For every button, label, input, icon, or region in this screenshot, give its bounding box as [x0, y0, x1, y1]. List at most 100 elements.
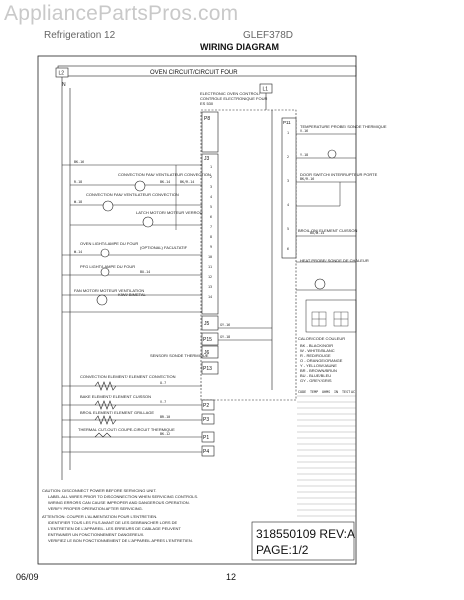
svg-text:LATCH MOTOR/ MOTEUR VERROU: LATCH MOTOR/ MOTEUR VERROU — [136, 210, 203, 215]
svg-text:OVEN LIGHT/LAMPE DU FOUR: OVEN LIGHT/LAMPE DU FOUR — [80, 241, 138, 246]
convection-element-symbol — [94, 381, 117, 391]
plug-j3-label: J3 — [204, 156, 210, 162]
plug-p11: P11 — [281, 117, 297, 259]
diagram-title: WIRING DIAGRAM — [200, 42, 279, 52]
svg-text:W - WHITE/BLANC: W - WHITE/BLANC — [300, 348, 335, 353]
plug-p13-label: P13 — [203, 366, 212, 372]
header-doc-label: Refrigeration 12 — [44, 30, 116, 41]
control-label-1: ELECTRONIC OVEN CONTROL/ — [200, 91, 261, 96]
svg-text:FAN MOTOR/ MOTEUR VENTILATION: FAN MOTOR/ MOTEUR VENTILATION — [74, 288, 144, 293]
svg-text:5: 5 — [287, 227, 289, 231]
part-number: 318550109 REV:A — [256, 527, 355, 541]
svg-text:L'ENTRETIEN DE L'APPAREIL. LES: L'ENTRETIEN DE L'APPAREIL. LES ERREURS D… — [48, 526, 181, 531]
svg-text:O-7: O-7 — [160, 381, 166, 385]
svg-text:TEST: TEST — [342, 390, 350, 394]
svg-text:BAKE ELEMENT/ ELEMENT CUISSON: BAKE ELEMENT/ ELEMENT CUISSON — [80, 394, 151, 399]
plug-j6: J6 — [201, 345, 219, 359]
svg-text:7: 7 — [210, 225, 212, 229]
pfg-light-symbol — [100, 267, 110, 277]
connector-ref-grid — [311, 311, 349, 327]
terminal-l2-label: L2 — [59, 71, 65, 77]
svg-text:HEAT PROBE/ SONDE DE CHALEUR: HEAT PROBE/ SONDE DE CHALEUR — [300, 258, 369, 263]
plug-j3: J3 — [201, 153, 219, 315]
plug-p8-label: P8 — [204, 116, 210, 122]
convection-fan-2-symbol — [102, 200, 114, 212]
svg-text:Y-18: Y-18 — [300, 153, 308, 157]
plug-p2-label: P2 — [203, 403, 209, 409]
svg-text:3: 3 — [287, 179, 289, 183]
svg-text:AC: AC — [351, 390, 355, 394]
plug-p4: P4 — [201, 445, 215, 457]
plug-p2: P2 — [201, 399, 215, 411]
svg-text:ATTENTION: COUPER L'ALIMENTATI: ATTENTION: COUPER L'ALIMENTATION POUR L'… — [42, 514, 157, 519]
part-number-box — [251, 521, 355, 561]
svg-text:1: 1 — [210, 165, 212, 169]
page-label: PAGE:1/2 — [256, 543, 309, 557]
svg-text:TEMPERATURE PROBE/ SONDE THERM: TEMPERATURE PROBE/ SONDE THERMIQUE — [300, 124, 387, 129]
svg-text:R - RED/ROUGE: R - RED/ROUGE — [300, 353, 331, 358]
svg-text:14: 14 — [208, 295, 212, 299]
resistance-table: CODE TEMP OHMS IN TEST AC — [297, 390, 356, 517]
svg-text:CAUTION: DISCONNECT POWER BEFO: CAUTION: DISCONNECT POWER BEFORE SERVICI… — [42, 488, 157, 493]
svg-text:2: 2 — [210, 175, 212, 179]
plug-p1: P1 — [201, 431, 215, 443]
broil-element-symbol — [94, 415, 117, 425]
plug-j5-label: J5 — [204, 321, 210, 327]
svg-text:13: 13 — [208, 285, 212, 289]
caution-notes: CAUTION: DISCONNECT POWER BEFORE SERVICI… — [42, 488, 198, 543]
svg-text:BK/R-14: BK/R-14 — [180, 180, 194, 184]
heat-probe-symbol — [314, 278, 326, 290]
plug-p3: P3 — [201, 413, 215, 425]
svg-text:GY - GREY/GRIS: GY - GREY/GRIS — [300, 378, 332, 383]
svg-text:R-18: R-18 — [74, 180, 82, 184]
svg-text:GY-16: GY-16 — [220, 323, 230, 327]
plug-p15-label: P15 — [203, 337, 212, 343]
svg-text:BR - BROWN/BRUN: BR - BROWN/BRUN — [300, 368, 337, 373]
svg-text:GY-18: GY-18 — [220, 335, 230, 339]
plug-p4-label: P4 — [203, 449, 209, 455]
svg-text:LABEL ALL WIRES PRIOR TO DISCO: LABEL ALL WIRES PRIOR TO DISCONNECTION W… — [48, 494, 198, 499]
plug-p8: P8 — [201, 111, 219, 153]
rails — [61, 77, 273, 480]
svg-text:CONVECTION FAN/ VENTILATEUR CO: CONVECTION FAN/ VENTILATEUR CONVECTION — [118, 172, 211, 177]
plug-j6-label: J6 — [204, 350, 210, 356]
svg-text:CONVECTION ELEMENT/ ELEMENT CO: CONVECTION ELEMENT/ ELEMENT CONVECTION — [80, 374, 176, 379]
svg-text:W-14: W-14 — [74, 250, 82, 254]
svg-text:3: 3 — [210, 185, 212, 189]
svg-text:BR-10: BR-10 — [160, 415, 170, 419]
svg-text:V-16: V-16 — [300, 129, 308, 133]
svg-text:IDENTIFIER TOUS LES FILS AVANT: IDENTIFIER TOUS LES FILS AVANT DE LES DE… — [48, 520, 178, 525]
plug-p15: P15 — [201, 332, 219, 346]
svg-text:THERMAL CUT-OUT/ COUPE-CIRCUIT: THERMAL CUT-OUT/ COUPE-CIRCUIT THERMIQUE — [78, 427, 175, 432]
svg-text:BK-12: BK-12 — [160, 432, 170, 436]
svg-text:O - ORANGE/ORANGE: O - ORANGE/ORANGE — [300, 358, 343, 363]
svg-text:BK-14: BK-14 — [160, 180, 170, 184]
component-labels: CONVECTION FAN/ VENTILATEUR CONVECTION C… — [74, 124, 387, 432]
svg-text:IN: IN — [334, 390, 338, 394]
plug-j5: J5 — [201, 315, 219, 331]
svg-text:V-7: V-7 — [160, 400, 166, 404]
svg-text:BK/R-16: BK/R-16 — [300, 177, 314, 181]
plug-p3-label: P3 — [203, 417, 209, 423]
svg-text:5: 5 — [210, 205, 212, 209]
right-wires — [218, 133, 356, 341]
svg-text:BROIL ELEMENT/ ELEMENT GRILLAG: BROIL ELEMENT/ ELEMENT GRILLAGE — [80, 410, 154, 415]
svg-text:CODE: CODE — [298, 390, 306, 394]
temp-probe-symbol — [327, 149, 337, 159]
svg-text:SENSOR/ SONDE THERMIQUE: SENSOR/ SONDE THERMIQUE — [150, 353, 209, 358]
svg-text:OHMS: OHMS — [322, 390, 330, 394]
svg-text:6: 6 — [287, 247, 289, 251]
svg-text:KIWI/ BIMETAL: KIWI/ BIMETAL — [118, 292, 146, 297]
svg-text:Y - YELLOW/JAUNE: Y - YELLOW/JAUNE — [300, 363, 337, 368]
svg-text:CALOR/CODE COULEUR: CALOR/CODE COULEUR — [298, 336, 345, 341]
terminal-n-label: N — [62, 82, 66, 88]
control-label-2: CONTROLE ELECTRONIQUE FOUR — [200, 96, 267, 101]
heating-elements — [94, 381, 117, 438]
footer-date: 06/09 — [16, 572, 39, 582]
latch-motor-symbol — [142, 216, 154, 228]
svg-text:4: 4 — [287, 203, 289, 207]
svg-text:BK - BLACK/NOIR: BK - BLACK/NOIR — [300, 343, 333, 348]
p11-pins: 123 456 — [287, 131, 289, 251]
